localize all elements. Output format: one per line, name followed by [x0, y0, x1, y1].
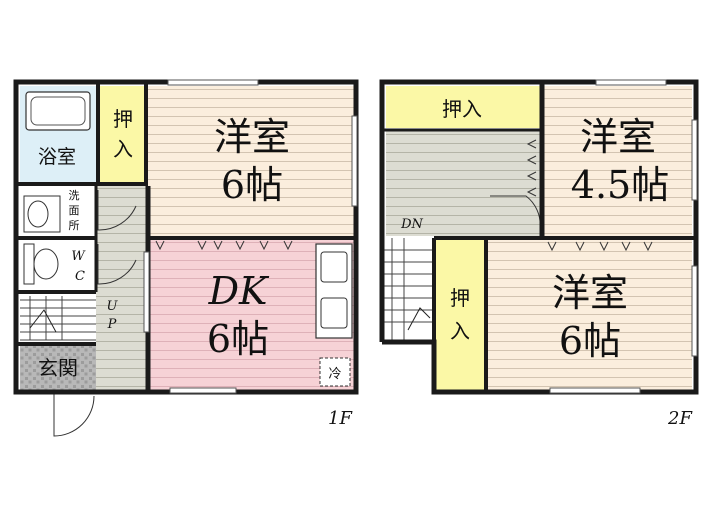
washroom-label-2: 面	[69, 204, 80, 217]
windows-2f	[549, 79, 698, 394]
closet-side-label-1: 押	[450, 286, 470, 310]
stairs-up-label-u: U	[107, 299, 119, 314]
stairs-up-label-p: P	[107, 317, 117, 332]
dk-name: DK	[208, 269, 270, 313]
closet-1f-fill	[100, 86, 146, 184]
closet-top-fill	[386, 86, 540, 128]
wc-label-w: W	[71, 249, 86, 264]
toilet	[23, 243, 35, 285]
floor-1-label: 1F	[328, 408, 353, 429]
stairs-1f	[20, 296, 96, 341]
windows-1f	[143, 79, 358, 394]
closet-1f-label-1: 押	[113, 107, 133, 131]
closet-side-fill	[436, 240, 484, 390]
dk-size: 6帖	[207, 317, 269, 361]
entrance-floor	[20, 344, 96, 390]
wall-marks-2f	[526, 139, 653, 252]
closet-1f-label-2: 入	[113, 137, 133, 161]
washroom-label-1: 洗	[69, 189, 80, 202]
room-small-name: 洋室	[580, 115, 656, 159]
western-room-1f-name: 洋室	[214, 115, 290, 159]
walls-2f	[379, 79, 699, 395]
bathroom-label: 浴室	[38, 146, 76, 168]
stairs-2f	[384, 238, 434, 340]
room-large-name: 洋室	[552, 271, 628, 315]
dk-wall-marks	[155, 240, 293, 251]
floor-1: 浴室 洗 面 所 W C U P 玄関 押 入 洋室 6帖 DK 6帖 冷 1F	[13, 79, 359, 437]
stairs-down-label: DN	[400, 217, 423, 232]
floor-2-label: 2F	[667, 408, 693, 429]
entrance-label: 玄関	[38, 356, 78, 380]
western-room-1f-size: 6帖	[221, 163, 283, 207]
room-large-size: 6帖	[559, 319, 621, 363]
floor-2: 押入 DN 洋室 4.5帖 押 入 洋室 6帖 2F	[379, 79, 699, 429]
closet-top-label: 押入	[442, 97, 482, 121]
wc-label-c: C	[75, 269, 85, 284]
fridge-label: 冷	[328, 367, 341, 382]
closet-side-label-2: 入	[450, 319, 470, 343]
washroom-label-3: 所	[69, 219, 80, 232]
fridge-box	[319, 357, 351, 387]
room-small-size: 4.5帖	[571, 163, 669, 207]
